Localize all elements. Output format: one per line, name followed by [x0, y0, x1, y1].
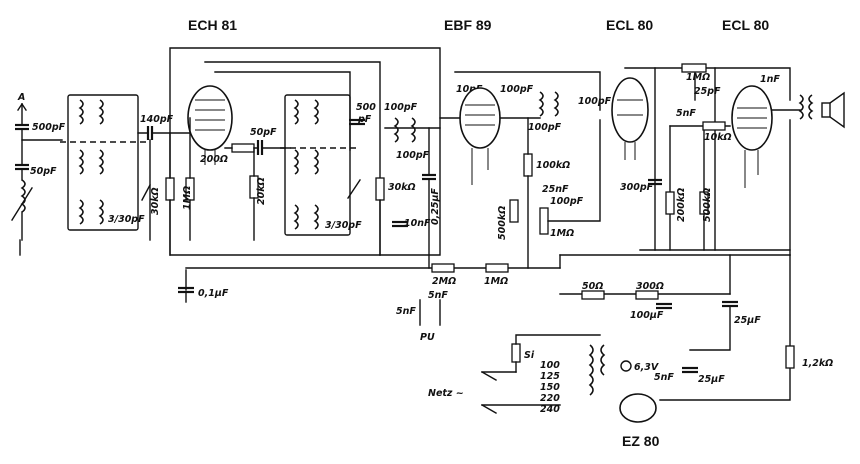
- res-30k-a-label: 30kΩ: [150, 187, 161, 215]
- tube-label-ech81: ECH 81: [188, 17, 237, 33]
- cap-140pf-label: 140pF: [140, 114, 174, 125]
- cap-100pf-f-label: 100pF: [550, 196, 584, 207]
- tube-label-ez80: EZ 80: [622, 433, 660, 449]
- ecl80-a-stage: 300pF 200kΩ 500kΩ: [611, 77, 713, 251]
- cap-25uf-b-label: 25μF: [698, 374, 725, 385]
- if-transformer-1: 30kΩ 10nF 100pF 100pF 0,25μF: [375, 102, 441, 269]
- cap-10nf-a-label: 10nF: [404, 218, 431, 229]
- tap-150-label: 150: [540, 382, 560, 393]
- cap-01uf-label: 0,1μF: [198, 288, 229, 299]
- ecl80-a-tube: [611, 77, 649, 143]
- cap-1nf-label: 1nF: [760, 74, 780, 85]
- ech81-tube: [187, 85, 233, 151]
- cap-100pf-e-label: 100pF: [528, 122, 562, 133]
- heater-voltage-label: 6,3V: [634, 362, 659, 373]
- ez80-tube: [619, 393, 657, 423]
- ecl80-b-stage: 1MΩ 25pF 1nF 5nF 10kΩ: [676, 63, 845, 188]
- cap-5nf-d-label: 5nF: [654, 372, 674, 383]
- cap-500-label: 500: [356, 102, 376, 113]
- cap-500pf-label: 500pF: [32, 122, 66, 133]
- tap-220-label: 220: [540, 393, 560, 404]
- cap-5nf-c-label: 5nF: [428, 290, 448, 301]
- res-200-label: 200Ω: [200, 154, 228, 165]
- pu-label: PU: [420, 332, 435, 343]
- cap-25uf-a-label: 25μF: [734, 315, 761, 326]
- cap-25pf-label: 25pF: [694, 86, 721, 97]
- res-1m-b-label: 1MΩ: [686, 72, 710, 83]
- tap-240-label: 240: [540, 404, 560, 415]
- res-100k-label: 100kΩ: [536, 160, 570, 171]
- cap-50pf-b-label: 50pF: [250, 127, 277, 138]
- speaker-icon: [821, 102, 831, 118]
- power-supply: Si Netz ~ 100 125 150 220 240 6,3V 5nF 2…: [428, 334, 833, 423]
- cap-100pf-b-label: 100pF: [396, 150, 430, 161]
- mains-label: Netz ~: [428, 388, 464, 399]
- cap-100pf-d-label: 100pF: [578, 96, 612, 107]
- trimmer-a-label: 3/30pF: [108, 214, 145, 225]
- cap-300pf-label: 300pF: [620, 182, 654, 193]
- osc-coil-bank: 3/30pF 500 pF: [280, 94, 376, 236]
- res-200k-label: 200kΩ: [676, 188, 687, 222]
- res-1m-a-label: 1MΩ: [182, 186, 193, 210]
- cap-100pf-a-label: 100pF: [384, 102, 418, 113]
- ebf89-tube: [459, 87, 501, 149]
- cap-025uf-label: 0,25μF: [430, 188, 441, 225]
- res-500k-b-label: 500kΩ: [702, 188, 713, 222]
- res-1m-c-label: 1MΩ: [484, 276, 508, 287]
- cap-5nf-b-label: 5nF: [396, 306, 416, 317]
- wiring-frame: [19, 47, 791, 351]
- res-20k-label: 20kΩ: [256, 177, 267, 205]
- lower-rail: 0,1μF 2MΩ 1MΩ 5nF 5nF PU 50Ω 300Ω 100μF …: [178, 263, 761, 351]
- antenna-label: A: [17, 92, 25, 103]
- fuse-label: Si: [524, 350, 535, 361]
- rf-coil-bank-1: 3/30pF: [60, 94, 150, 231]
- cap-10pf-label: 10pF: [456, 84, 483, 95]
- cap-100uf-label: 100μF: [630, 310, 664, 321]
- tap-125-label: 125: [540, 371, 560, 382]
- ech81-stage: 140pF 30kΩ 1MΩ 200Ω 50pF 20kΩ: [137, 85, 291, 256]
- res-2m-label: 2MΩ: [432, 276, 456, 287]
- tube-label-ebf89: EBF 89: [444, 17, 492, 33]
- cap-50pf-label: 50pF: [30, 166, 57, 177]
- res-500k-a-label: 500kΩ: [497, 206, 508, 240]
- res-30k-b-label: 30kΩ: [388, 182, 416, 193]
- cap-25nf-label: 25nF: [542, 184, 569, 195]
- cap-500-unit-label: pF: [357, 114, 372, 125]
- tube-label-ecl80-b: ECL 80: [722, 17, 769, 33]
- cap-5nf-a-label: 5nF: [676, 108, 696, 119]
- tube-label-ecl80-a: ECL 80: [606, 17, 653, 33]
- tap-100-label: 100: [540, 360, 560, 371]
- ebf89-stage: 10pF 100pF 100pF 100pF 100kΩ 500kΩ 25nF …: [439, 84, 612, 269]
- cap-100pf-c-label: 100pF: [500, 84, 534, 95]
- pot-1m-label: 1MΩ: [550, 228, 574, 239]
- trimmer-b-label: 3/30pF: [325, 220, 362, 231]
- res-1-2k-label: 1,2kΩ: [802, 358, 833, 369]
- res-50-label: 50Ω: [582, 281, 603, 292]
- res-10k-label: 10kΩ: [704, 132, 732, 143]
- res-300-label: 300Ω: [636, 281, 664, 292]
- antenna-input: A 500pF 50pF: [11, 92, 66, 241]
